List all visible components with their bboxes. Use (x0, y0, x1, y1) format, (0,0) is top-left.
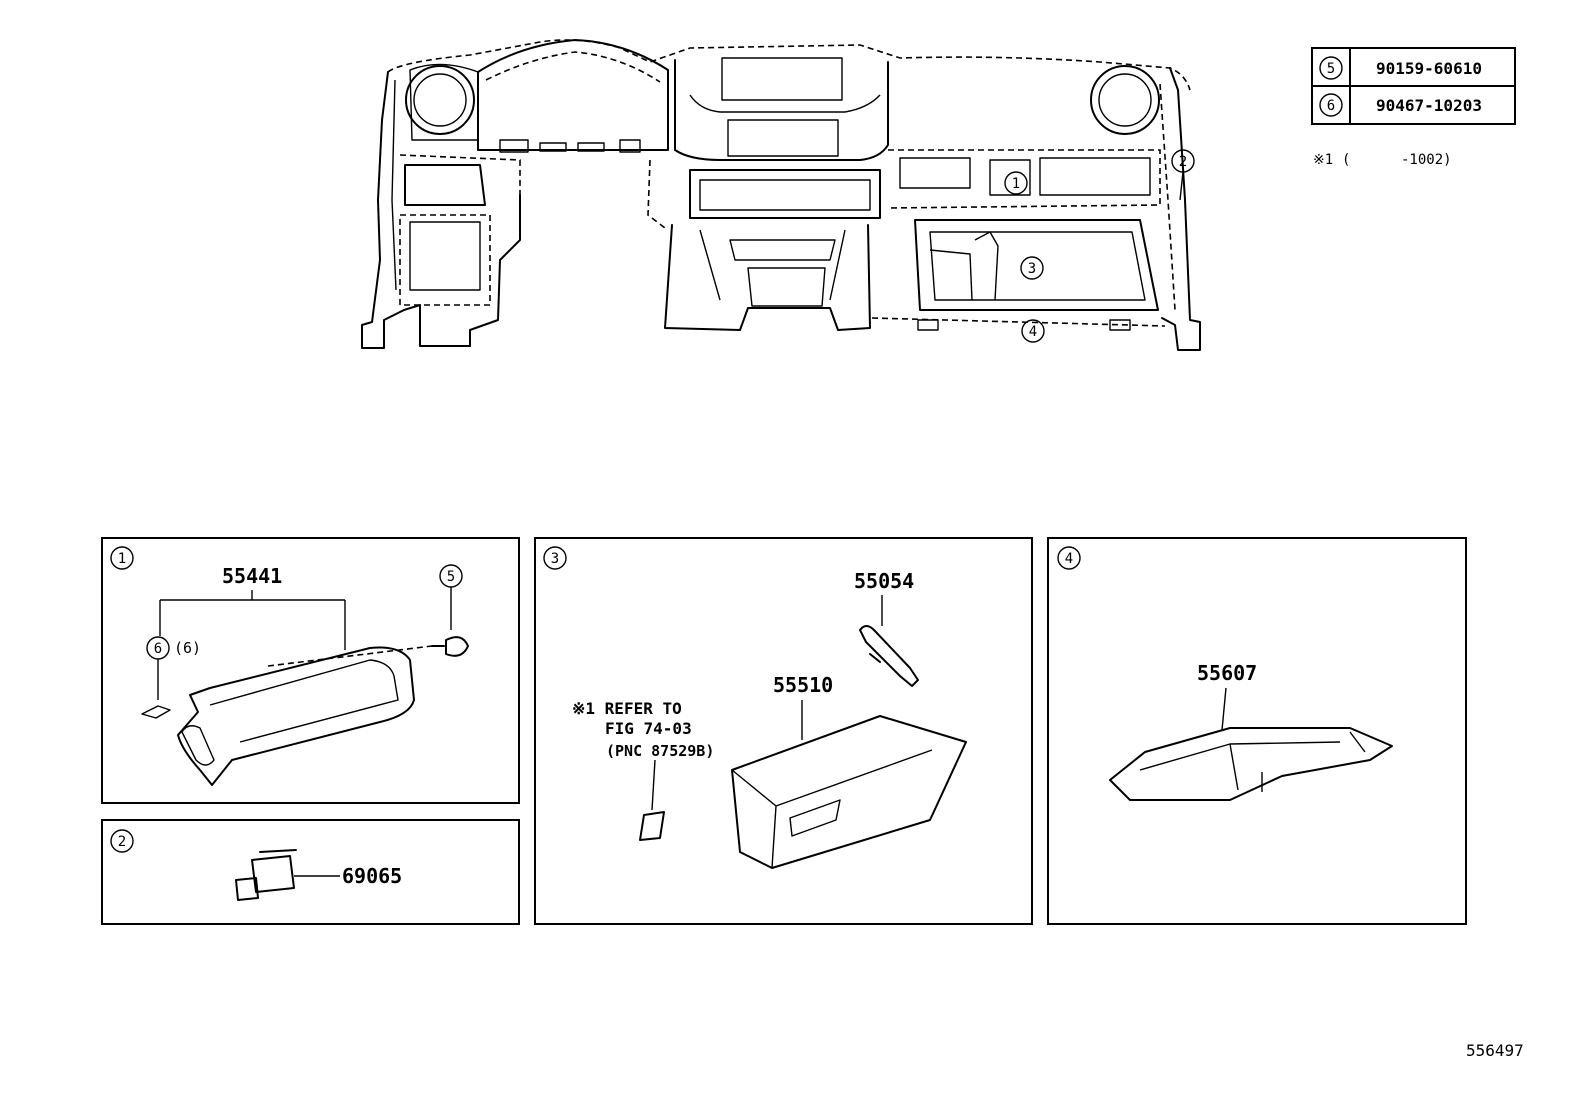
svg-text:3: 3 (551, 551, 559, 567)
svg-text:1: 1 (1012, 176, 1020, 192)
overview-callout-1: 1 (1004, 171, 1028, 195)
instrument-panel-overview: 1 2 3 4 (361, 39, 1201, 351)
panel-1-fastener-callout: 5 (439, 564, 463, 630)
overview-callout-3: 3 (1020, 256, 1044, 280)
svg-text:3: 3 (1028, 261, 1036, 277)
footnote: ※1 ( -1002) (1313, 152, 1452, 168)
panel-1: 1 55441 6 (6) 5 (101, 537, 520, 804)
refer-note-line-3: (PNC 87529B) (606, 742, 714, 760)
panel-4: 4 55607 (1047, 537, 1467, 925)
label-part (639, 811, 665, 841)
svg-text:90159-60610: 90159-60610 (1376, 59, 1482, 78)
panel-1-ref: 1 (110, 546, 134, 570)
svg-text:( -1002): ( -1002) (1342, 152, 1452, 168)
switch-part (235, 849, 297, 901)
clip-part (141, 705, 171, 719)
illustration-id: 556497 (1466, 1041, 1524, 1060)
svg-text:※1: ※1 (1313, 152, 1333, 168)
lower-panel-part (1109, 727, 1393, 801)
glove-compartment-door-part (731, 715, 967, 869)
svg-text:4: 4 (1065, 551, 1073, 567)
lower-compartment-part (177, 646, 415, 786)
panel-3: 3 55054 55510 ※1 REFER TO FIG 74-03 (PNC… (534, 537, 1033, 925)
part-number-69065: 69065 (342, 864, 402, 888)
svg-text:6: 6 (1327, 98, 1335, 114)
part-number-55607: 55607 (1197, 661, 1257, 685)
panel-3-ref: 3 (543, 546, 567, 570)
part-number-55054: 55054 (854, 569, 914, 593)
svg-text:5: 5 (1327, 61, 1335, 77)
screw-part (431, 636, 469, 657)
svg-text:4: 4 (1029, 324, 1037, 340)
svg-text:5: 5 (447, 569, 455, 585)
panel-2: 2 69065 (101, 819, 520, 925)
refer-note-line-1: ※1 REFER TO (572, 699, 682, 718)
svg-text:2: 2 (118, 834, 126, 850)
part-number-55441: 55441 (222, 564, 282, 588)
overview-callout-4: 4 (1021, 319, 1045, 343)
overview-callout-2: 2 (1171, 149, 1195, 201)
part-number-55510: 55510 (773, 673, 833, 697)
fastener-row-5: 5 90159-60610 (1319, 56, 1482, 80)
panel-4-ref: 4 (1057, 546, 1081, 570)
svg-text:6: 6 (154, 641, 162, 657)
damper-part (859, 625, 919, 687)
fastener-table: 5 90159-60610 6 90467-10203 (1311, 47, 1516, 125)
panel-1-clip-callout: 6 (6) (146, 636, 201, 700)
svg-text:2: 2 (1179, 154, 1187, 170)
panel-2-ref: 2 (110, 829, 134, 853)
fastener-row-6: 6 90467-10203 (1319, 93, 1482, 117)
svg-text:90467-10203: 90467-10203 (1376, 96, 1482, 115)
svg-text:(6): (6) (174, 639, 201, 657)
svg-text:1: 1 (118, 551, 126, 567)
refer-note-line-2: FIG 74-03 (605, 719, 692, 738)
